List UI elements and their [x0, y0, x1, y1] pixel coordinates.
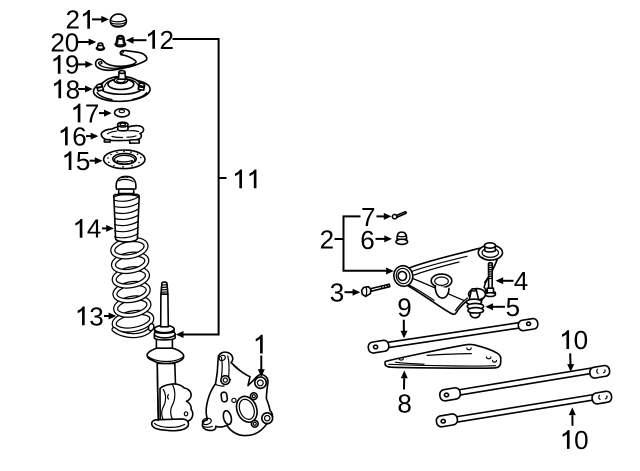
- svg-text:8: 8: [397, 388, 411, 418]
- svg-text:2: 2: [160, 25, 174, 55]
- svg-text:8: 8: [66, 74, 80, 104]
- svg-text:20: 20: [50, 27, 79, 57]
- svg-text:7: 7: [85, 98, 99, 128]
- svg-text:0: 0: [574, 325, 588, 355]
- svg-text:3: 3: [89, 301, 103, 331]
- svg-text:3: 3: [330, 277, 344, 307]
- svg-text:6: 6: [72, 121, 86, 151]
- svg-text:5: 5: [506, 292, 520, 322]
- svg-text:9: 9: [397, 292, 411, 322]
- svg-text:9: 9: [65, 50, 79, 80]
- svg-text:6: 6: [360, 225, 374, 255]
- svg-text:2: 2: [66, 5, 80, 35]
- svg-text:2: 2: [320, 225, 334, 255]
- svg-text:7: 7: [361, 202, 375, 232]
- svg-text:4: 4: [514, 266, 528, 296]
- svg-text:4: 4: [87, 214, 101, 244]
- svg-text:5: 5: [76, 146, 90, 176]
- svg-text:0: 0: [574, 425, 588, 455]
